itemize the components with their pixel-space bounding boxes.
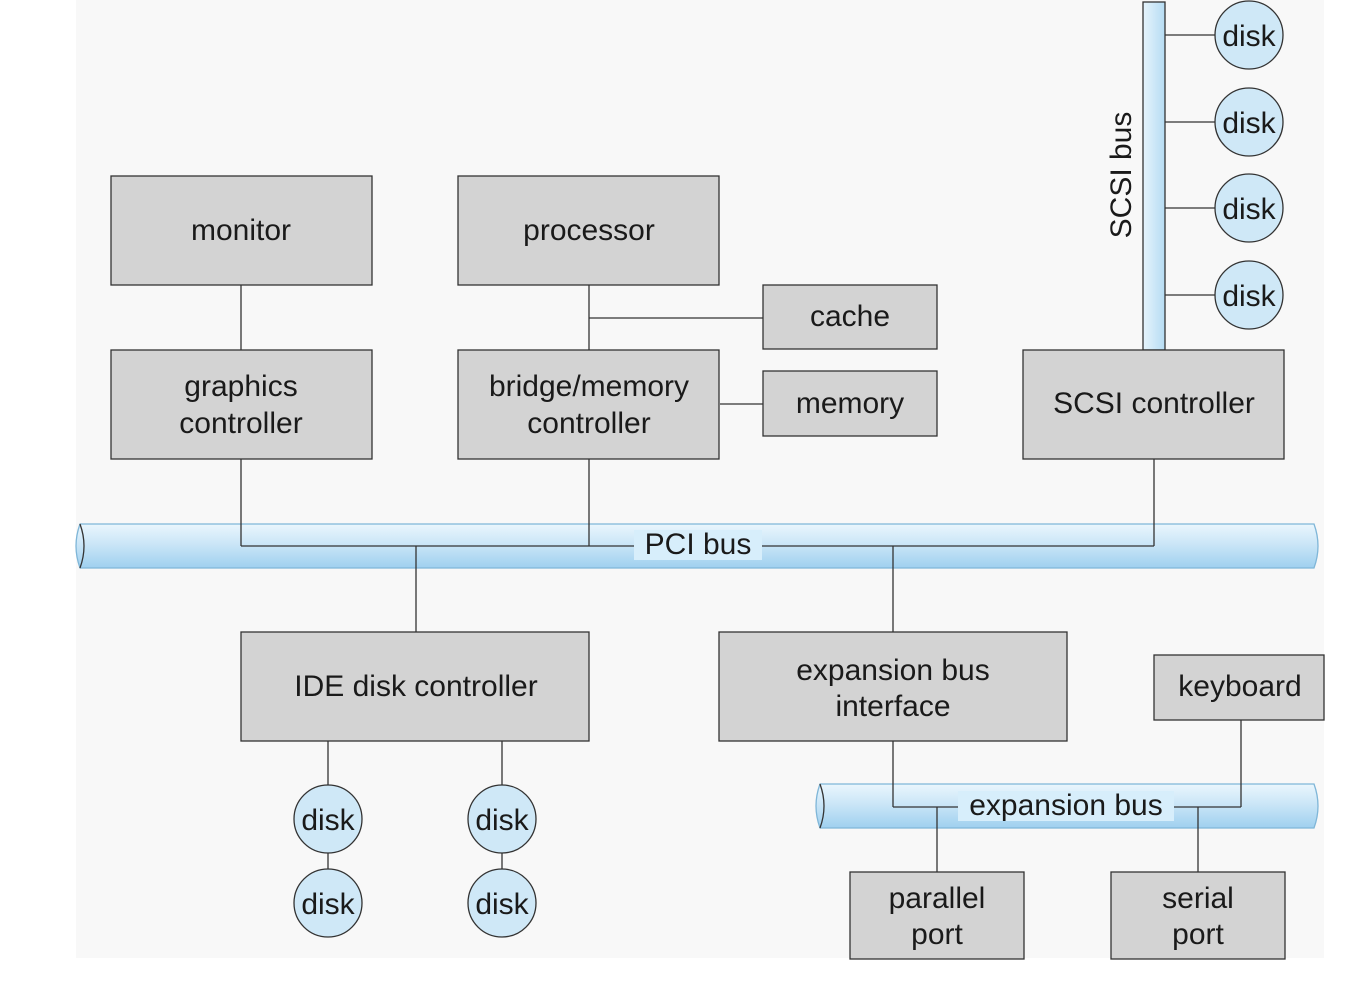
disk-label: disk [1222, 193, 1276, 226]
expansion-bus-interface-box: expansion bus interface [718, 631, 1068, 742]
expansion-bus-interface-label-line2: interface [835, 690, 950, 723]
scsi-disk-1: disk [1214, 0, 1284, 70]
keyboard-box: keyboard [1153, 654, 1325, 721]
keyboard-label: keyboard [1178, 670, 1301, 703]
ide-disk-controller-label: IDE disk controller [294, 670, 537, 703]
monitor-label: monitor [191, 214, 291, 247]
processor-box: processor [457, 175, 720, 286]
parallel-port-label-line1: parallel [889, 882, 986, 915]
serial-port-label-line2: port [1172, 918, 1224, 951]
disk-label: disk [1222, 280, 1276, 313]
bridge-memory-controller-label-line2: controller [527, 407, 650, 440]
parallel-port-label-line2: port [911, 918, 963, 951]
disk-label: disk [475, 888, 529, 921]
scsi-bus-label: SCSI bus [1105, 112, 1138, 239]
expansion-bus-interface-label-line1: expansion bus [796, 654, 989, 687]
serial-port-box: serial port [1110, 871, 1286, 960]
graphics-controller-label-line2: controller [179, 407, 302, 440]
processor-label: processor [523, 214, 655, 247]
ide-disk-4: disk [467, 868, 537, 938]
scsi-disk-4: disk [1214, 260, 1284, 330]
parallel-port-box: parallel port [849, 871, 1025, 960]
disk-label: disk [1222, 107, 1276, 140]
connection-lines [240, 34, 1242, 872]
disk-label: disk [301, 888, 355, 921]
bridge-memory-controller-label-line1: bridge/memory [489, 370, 689, 403]
pci-bus-label-bg [634, 530, 762, 560]
bridge-memory-controller-box: bridge/memory controller [457, 349, 720, 460]
graphics-controller-label-line1: graphics [184, 370, 297, 403]
cache-box: cache [762, 284, 938, 350]
disk-label: disk [301, 804, 355, 837]
memory-label: memory [796, 387, 904, 420]
ide-disk-3: disk [467, 784, 537, 854]
memory-box: memory [762, 370, 938, 437]
ide-disk-2: disk [293, 868, 363, 938]
scsi-controller-box: SCSI controller [1022, 349, 1285, 460]
cache-label: cache [810, 300, 890, 333]
expansion-bus-label: expansion bus [969, 789, 1162, 822]
ide-disk-controller-box: IDE disk controller [240, 631, 590, 742]
disk-label: disk [1222, 20, 1276, 53]
monitor-box: monitor [110, 175, 373, 286]
graphics-controller-box: graphics controller [110, 349, 373, 460]
scsi-disk-2: disk [1214, 87, 1284, 157]
scsi-bus [1142, 1, 1166, 351]
expansion-bus-label-bg [958, 791, 1174, 821]
ide-disk-1: disk [293, 784, 363, 854]
serial-port-label-line1: serial [1162, 882, 1234, 915]
disk-label: disk [475, 804, 529, 837]
pci-bus-label: PCI bus [645, 528, 752, 561]
scsi-disk-3: disk [1214, 173, 1284, 243]
scsi-controller-label: SCSI controller [1053, 387, 1255, 420]
